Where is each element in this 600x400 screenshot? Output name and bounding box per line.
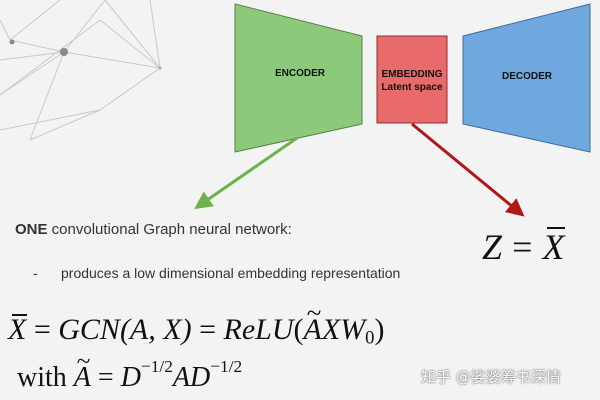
network-description: ONE convolutional Graph neural network: [15,221,292,238]
encoder-block [234,3,363,153]
network-line [63,51,161,69]
network-line [29,51,65,141]
relu-close: ) [374,313,385,346]
network-line [0,19,11,41]
with-eq: = [90,362,121,393]
with-word: with [17,362,74,393]
z-equation: Z=X [482,226,566,268]
bullet-dash: - [33,265,38,281]
network-description-rest: convolutional Graph neural network: [47,221,292,238]
bullet-text: produces a low dimensional embedding rep… [61,265,401,281]
relu-name: ReLU [223,313,294,346]
gcn-args: (A, X) [119,313,192,346]
exp-second: −1/2 [210,357,243,377]
network-line [0,19,101,96]
watermark: 知乎 @娑婆筹书深情 [421,368,561,386]
relu-open: ( [293,313,304,346]
gcn-lhs: X [8,313,28,346]
network-line [0,51,65,96]
decoder-label: DECODER [501,71,552,82]
a-tilde: A [74,348,91,394]
embedding-label-line2: Latent space [381,82,443,93]
gcn-eq1: = [26,313,59,346]
exp-first: −1/2 [140,357,173,377]
network-line [29,109,101,141]
network-node [158,66,162,70]
z-symbol: Z [482,227,503,267]
decoder-block [462,3,591,153]
green-arrow [194,136,298,210]
gcn-name: GCN [58,313,120,346]
network-line [104,0,161,69]
network-decoration [0,0,162,141]
red-arrow [411,122,525,217]
relu-sub: 0 [365,327,375,349]
d-second: D [190,362,211,393]
normalization-equation: with A = D−1/2AD−1/2 [17,348,242,394]
network-line [63,0,106,53]
network-line [0,51,65,61]
xbar-symbol: X [542,226,566,267]
d-first: D [120,362,141,393]
z-equals: = [512,227,533,267]
relu-xw: XW [321,313,366,346]
encoder-label: ENCODER [274,68,325,79]
embedding-label-line1: EMBEDDING [381,69,443,80]
gcn-eq2: = [191,313,224,346]
network-node [60,48,68,56]
gcn-equation: X = GCN(A, X) = ReLU(AXW0) [8,298,385,349]
network-line [9,0,61,41]
network-line [9,39,65,53]
network-bold-word: ONE [15,221,48,238]
network-line [0,109,101,131]
network-line [99,67,161,111]
embedding-block [376,35,448,124]
network-line [149,0,161,69]
relu-a-tilde: A [304,298,322,347]
network-node [9,39,15,45]
embedding-label: EMBEDDING Latent space [377,68,447,94]
a-middle: A [172,362,191,393]
network-line [99,19,161,69]
